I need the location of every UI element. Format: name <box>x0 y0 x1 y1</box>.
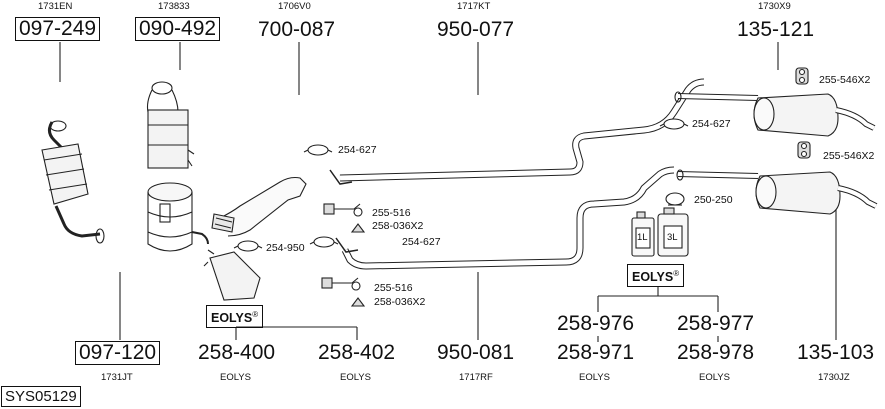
part-number[interactable]: 700-087 <box>258 18 336 41</box>
bottle-label: 1L <box>637 232 648 243</box>
part-number-box[interactable]: 097-249 <box>15 17 101 41</box>
catalyst-left-drawing <box>41 120 105 244</box>
mount-icon <box>323 203 366 233</box>
additive-tank-drawing <box>203 249 261 301</box>
part-code: EOLYS <box>220 372 251 383</box>
additive-bottle-1l-icon <box>631 211 655 257</box>
part-code: 1731JT <box>101 372 133 383</box>
callout-label[interactable]: 250-250 <box>694 194 733 206</box>
rear-silencer-lower-drawing <box>676 169 878 215</box>
part-number-box[interactable]: 090-492 <box>135 17 221 41</box>
rear-silencer-upper-drawing <box>674 91 876 137</box>
callout-label[interactable]: 254-627 <box>402 236 441 248</box>
part-number[interactable]: 258-402 <box>318 341 396 364</box>
callout-label[interactable]: 258-036X2 <box>372 220 424 232</box>
callout-label[interactable]: 255-546X2 <box>819 74 871 86</box>
part-number[interactable]: 258-977 <box>677 312 755 335</box>
gasket-icon <box>665 192 685 206</box>
part-code: 1730X9 <box>758 1 791 12</box>
mount-icon <box>321 277 366 307</box>
eolys-badge: EOLYS® <box>206 305 264 329</box>
rubber-hanger-icon <box>795 67 809 85</box>
part-code: 1717RF <box>459 372 493 383</box>
callout-label[interactable]: 255-516 <box>372 207 411 219</box>
part-code: 1730JZ <box>818 372 850 383</box>
bottle-label: 3L <box>667 232 678 243</box>
callout-label[interactable]: 254-627 <box>692 118 731 130</box>
intermediate-pipe-lower-drawing <box>335 166 675 270</box>
eolys-badge: EOLYS® <box>627 264 685 288</box>
callout-label[interactable]: 254-950 <box>266 242 305 254</box>
part-number[interactable]: 135-121 <box>737 18 815 41</box>
part-number[interactable]: 258-971 <box>557 341 635 364</box>
intermediate-pipe-upper-drawing <box>329 78 705 185</box>
part-number-box[interactable]: 097-120 <box>75 341 161 365</box>
system-code: SYS05129 <box>1 386 81 407</box>
callout-label[interactable]: 255-516 <box>374 282 413 294</box>
part-code: 173833 <box>158 1 190 12</box>
clamp-icon <box>303 144 333 156</box>
additive-bottle-3l-icon <box>657 207 689 257</box>
rubber-hanger-icon <box>797 141 811 159</box>
callout-label[interactable]: 254-627 <box>338 144 377 156</box>
clamp-icon <box>309 236 339 248</box>
clamp-icon <box>233 240 263 252</box>
part-code: EOLYS <box>340 372 371 383</box>
part-number[interactable]: 258-400 <box>198 341 276 364</box>
clamp-icon <box>659 118 689 130</box>
part-number[interactable]: 135-103 <box>797 341 875 364</box>
part-code: EOLYS <box>579 372 610 383</box>
callout-label[interactable]: 258-036X2 <box>374 296 426 308</box>
part-number[interactable]: 950-077 <box>437 18 515 41</box>
part-number[interactable]: 950-081 <box>437 341 515 364</box>
particulate-filter-drawing <box>147 182 209 252</box>
part-code: 1706V0 <box>278 1 311 12</box>
part-number[interactable]: 258-976 <box>557 312 635 335</box>
part-code: 1731EN <box>38 1 73 12</box>
catalyst-middle-drawing <box>146 81 195 169</box>
part-code: 1717KT <box>457 1 491 12</box>
part-code: EOLYS <box>699 372 730 383</box>
part-number[interactable]: 258-978 <box>677 341 755 364</box>
callout-label[interactable]: 255-546X2 <box>823 150 875 162</box>
front-pipe-drawing <box>211 176 307 237</box>
